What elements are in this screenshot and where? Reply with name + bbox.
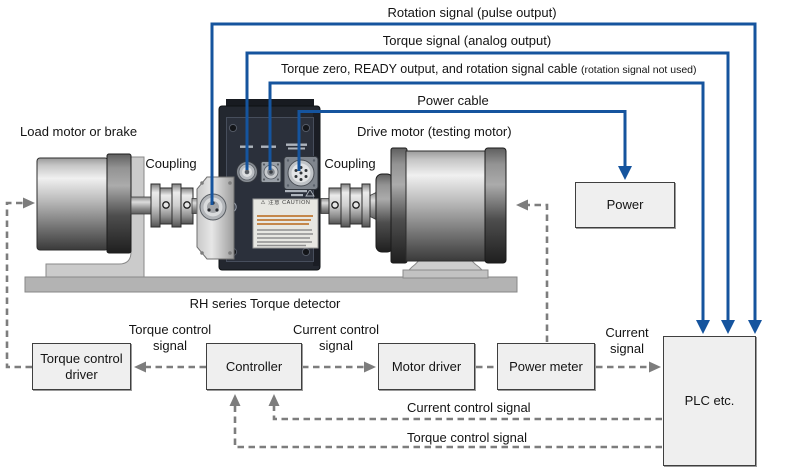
plc-box: PLC etc. bbox=[663, 336, 756, 466]
caution-label-text: ⚠ 注意 CAUTION bbox=[260, 200, 311, 206]
motor-driver-box: Motor driver bbox=[378, 343, 475, 390]
power-cable-label: Power cable bbox=[417, 93, 489, 108]
controller-box: Controller bbox=[206, 343, 302, 390]
current-control-signal-plc-label: Current control signal bbox=[407, 400, 531, 415]
control-connections bbox=[5, 201, 662, 449]
torque-zero-ready-label: Torque zero, READY output, and rotation … bbox=[281, 62, 697, 77]
control-connection-arrowheads bbox=[23, 197, 661, 406]
power-io-connector bbox=[283, 156, 319, 190]
load-motor-label: Load motor or brake bbox=[20, 124, 138, 139]
drive-motor-label: Drive motor (testing motor) bbox=[357, 124, 512, 139]
torque-control-signal-plc-label: Torque control signal bbox=[407, 430, 527, 445]
right-coupling-figure bbox=[320, 183, 371, 228]
coupling-right-label: Coupling bbox=[324, 156, 376, 171]
drive-motor-figure bbox=[364, 147, 507, 264]
rotation-signal-block bbox=[196, 176, 235, 260]
base-plate bbox=[24, 276, 518, 293]
rotation-signal-label: Rotation signal (pulse output) bbox=[387, 5, 557, 20]
load-motor-bracket bbox=[45, 156, 145, 278]
power-box: Power bbox=[575, 182, 675, 228]
load-motor-figure bbox=[36, 153, 132, 254]
left-coupling-figure bbox=[130, 183, 209, 228]
signal-cable-arrowheads bbox=[618, 166, 762, 334]
torque-zero-ready-note: (rotation signal not used) bbox=[580, 64, 697, 76]
torque-output-connector bbox=[236, 161, 258, 183]
current-signal-label: Current signal bbox=[605, 325, 649, 356]
power-meter-box: Power meter bbox=[497, 343, 595, 390]
torque-signal-label: Torque signal (analog output) bbox=[382, 33, 552, 48]
torque-zero-ready-main: Torque zero, READY output, and rotation … bbox=[281, 62, 581, 76]
torque-control-driver-box: Torque control driver bbox=[32, 343, 131, 390]
detector-caption: RH series Torque detector bbox=[189, 296, 341, 311]
current-control-signal-label: Current control signal bbox=[293, 322, 379, 353]
signal-cables bbox=[210, 22, 757, 320]
coupling-left-label: Coupling bbox=[145, 156, 197, 171]
caution-label bbox=[252, 198, 319, 249]
torque-control-signal-label: Torque control signal bbox=[128, 322, 212, 353]
